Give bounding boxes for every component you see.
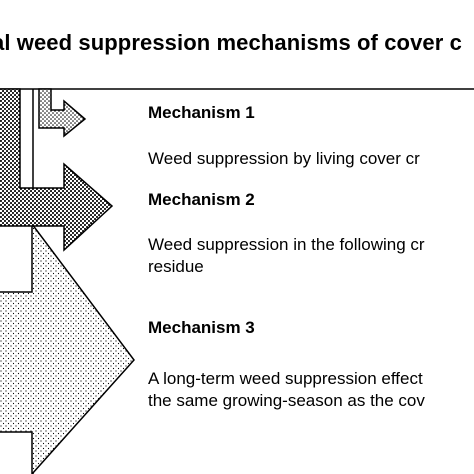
mechanism-2-line-1: Weed suppression in the following cr: [148, 235, 425, 254]
mechanism-1-line-1: Weed suppression by living cover cr: [148, 149, 420, 168]
large-dotted-arrow-icon: [0, 221, 135, 474]
small-dotted-arrow-icon: [38, 88, 87, 138]
mechanism-1-title: Mechanism 1: [148, 103, 255, 122]
mechanism-3-line-2: the same growing-season as the cov: [148, 391, 425, 410]
mechanism-2-line-2: residue: [148, 257, 204, 276]
mechanism-2-title: Mechanism 2: [148, 190, 255, 209]
mechanism-3-title: Mechanism 3: [148, 318, 255, 337]
mechanism-3-line-1: A long-term weed suppression effect: [148, 369, 423, 388]
medium-dotted-arrow-icon: [0, 88, 114, 252]
mechanism-2-description: Weed suppression in the following cr res…: [148, 234, 425, 278]
mechanism-1-description: Weed suppression by living cover cr: [148, 148, 420, 170]
diagram-title: al weed suppression mechanisms of cover …: [0, 30, 462, 55]
mechanism-3-description: A long-term weed suppression effect the …: [148, 368, 425, 412]
